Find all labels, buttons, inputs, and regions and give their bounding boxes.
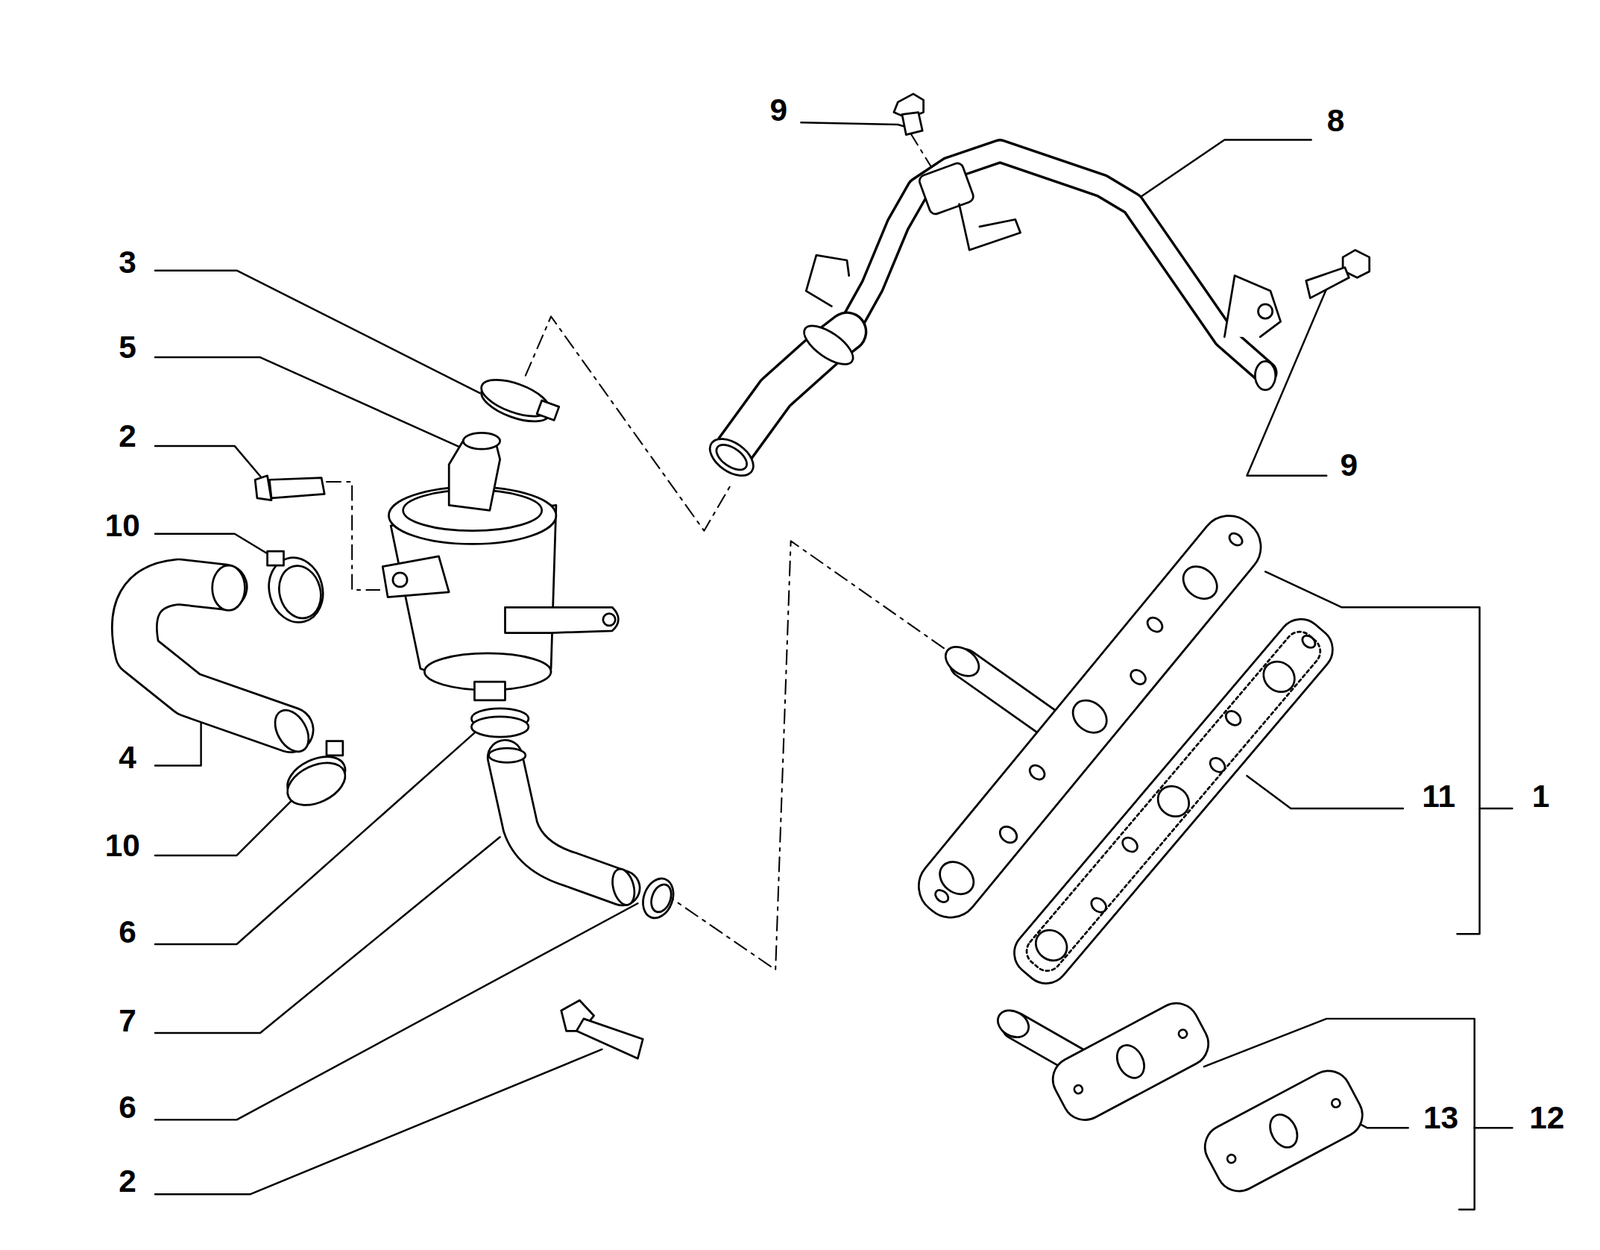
callout-number: 9 [1340,449,1359,481]
bolts [254,93,1370,1058]
dash-lines [326,132,955,970]
cover-plate [993,995,1371,1199]
callout-number: 1 [1532,779,1551,812]
callout-number: 6 [118,1091,137,1123]
cooler-plate [907,504,1343,993]
callout-number: 5 [118,331,137,363]
callout-number: 6 [118,915,137,947]
callout-number: 2 [118,1164,137,1196]
callout-number: 2 [118,419,137,452]
callout-number: 10 [105,509,141,542]
pipe [703,151,1281,484]
callout-number: 10 [105,829,141,861]
callout-number: 4 [118,741,137,773]
callout-number: 3 [118,246,137,279]
callout-number: 12 [1529,1101,1565,1133]
callout-number: 7 [118,1004,137,1036]
callout-number: 8 [1327,104,1346,136]
leader-lines [155,122,1513,1210]
callout-number: 9 [769,94,788,127]
clamps [261,372,679,922]
callout-number: 11 [1421,779,1456,812]
callout-number: 13 [1423,1101,1459,1133]
hoses [134,565,638,907]
filter [382,432,619,701]
